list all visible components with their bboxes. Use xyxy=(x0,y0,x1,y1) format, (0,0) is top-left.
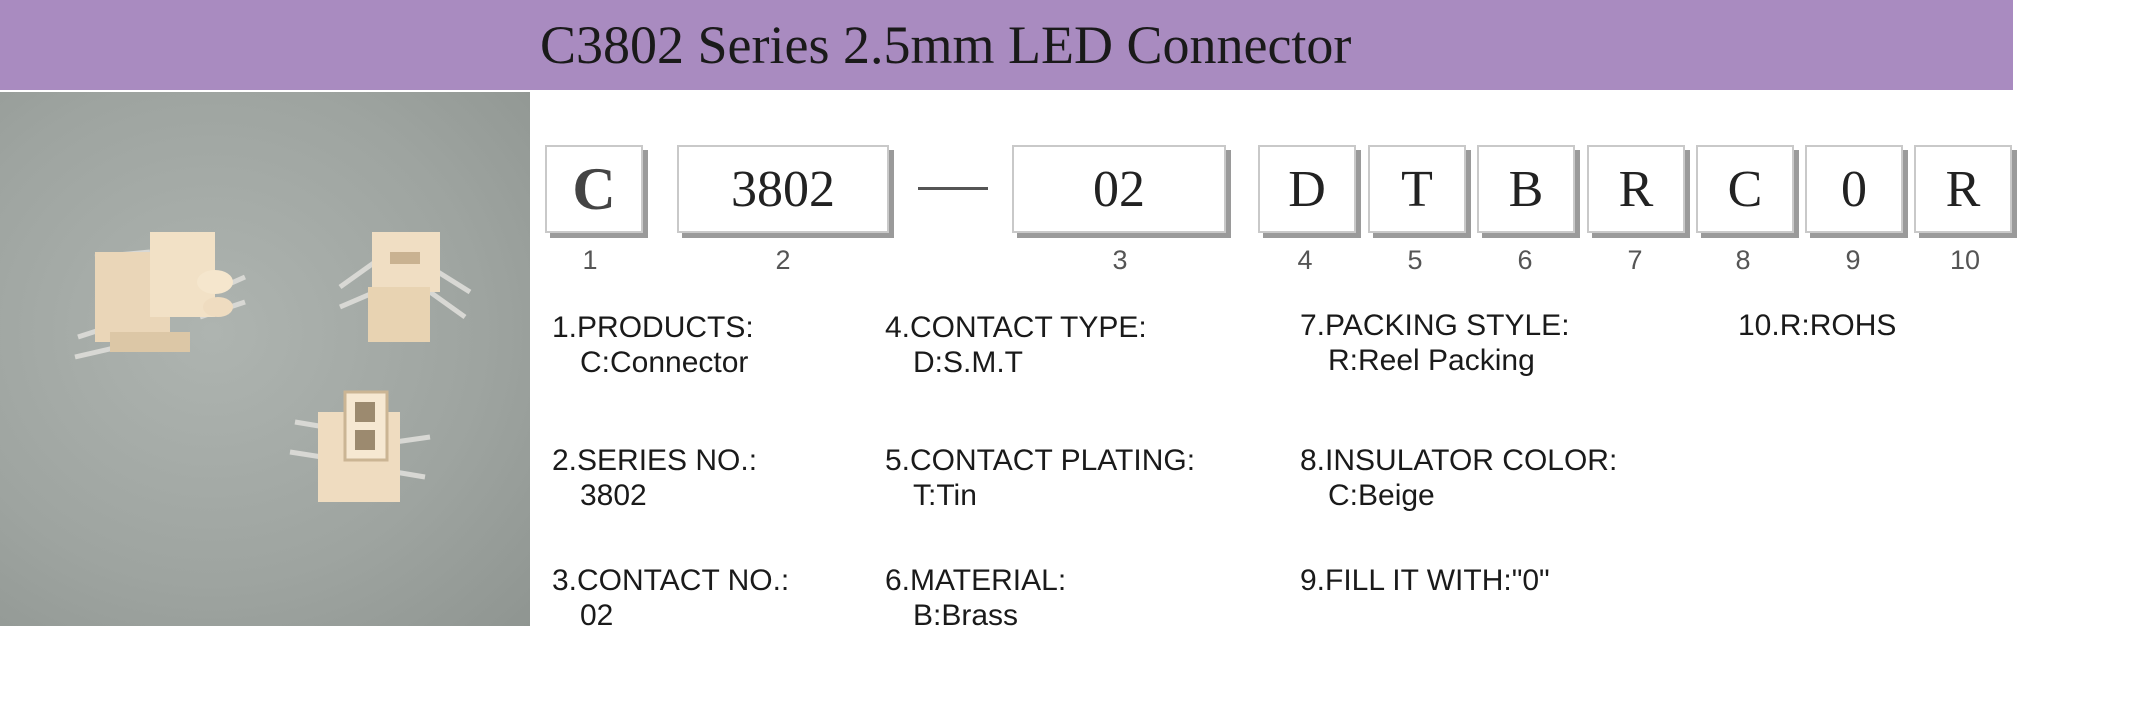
desc-insulator-color: 8.INSULATOR COLOR: C:Beige xyxy=(1300,443,1617,513)
code-box-7: R xyxy=(1587,145,1685,233)
desc-value: C:Beige xyxy=(1328,479,1435,512)
code-index-5: 5 xyxy=(1407,245,1423,275)
code-index-9: 9 xyxy=(1845,245,1861,275)
code-index-10: 10 xyxy=(1949,245,1981,275)
desc-label: 9.FILL IT WITH:"0" xyxy=(1300,564,1550,597)
code-index-2: 2 xyxy=(775,245,791,275)
connector-top-view xyxy=(289,390,431,502)
desc-value: D:S.M.T xyxy=(913,346,1023,379)
desc-label: 3.CONTACT NO.: xyxy=(552,564,790,597)
code-box-2: 3802 xyxy=(677,145,889,233)
desc-label: 4.CONTACT TYPE: xyxy=(885,311,1147,344)
code-box-10: R xyxy=(1914,145,2012,233)
connector-illustration xyxy=(74,232,472,502)
desc-label: 2.SERIES NO.: xyxy=(552,444,758,477)
desc-value: B:Brass xyxy=(913,599,1019,632)
desc-contact-no: 3.CONTACT NO.: 02 xyxy=(552,563,789,633)
code-index-3: 3 xyxy=(1112,245,1128,275)
code-box-9: 0 xyxy=(1805,145,1903,233)
desc-contact-plating: 5.CONTACT PLATING: T:Tin xyxy=(885,443,1195,513)
desc-packing-style: 7.PACKING STYLE: R:Reel Packing xyxy=(1300,308,1570,378)
code-box-8: C xyxy=(1696,145,1794,233)
desc-fill: 9.FILL IT WITH:"0" xyxy=(1300,563,1550,598)
desc-label: 10.R:ROHS xyxy=(1738,309,1897,342)
code-box-3: 02 xyxy=(1012,145,1226,233)
code-index-8: 8 xyxy=(1735,245,1751,275)
desc-label: 8.INSULATOR COLOR: xyxy=(1300,444,1618,477)
desc-rohs: 10.R:ROHS xyxy=(1738,308,1896,343)
desc-label: 6.MATERIAL: xyxy=(885,564,1067,597)
desc-material: 6.MATERIAL: B:Brass xyxy=(885,563,1066,633)
connector-angle-view xyxy=(338,232,472,342)
code-index-6: 6 xyxy=(1517,245,1533,275)
desc-series-no: 2.SERIES NO.: 3802 xyxy=(552,443,757,513)
connector-side-view xyxy=(74,232,247,360)
title-bar: C3802 Series 2.5mm LED Connector xyxy=(0,0,2013,90)
desc-products: 1.PRODUCTS: C:Connector xyxy=(552,310,754,380)
code-box-6: B xyxy=(1477,145,1575,233)
desc-value: 02 xyxy=(580,599,614,632)
desc-label: 1.PRODUCTS: xyxy=(552,311,754,344)
product-photo xyxy=(0,92,530,626)
desc-label: 7.PACKING STYLE: xyxy=(1300,309,1570,342)
code-index-7: 7 xyxy=(1627,245,1643,275)
desc-value: T:Tin xyxy=(913,479,977,512)
code-box-4: D xyxy=(1258,145,1356,233)
code-box-5: T xyxy=(1368,145,1466,233)
code-box-1: C xyxy=(545,145,643,233)
desc-label: 5.CONTACT PLATING: xyxy=(885,444,1196,477)
desc-value: C:Connector xyxy=(580,346,749,379)
desc-value: 3802 xyxy=(580,479,647,512)
code-index-4: 4 xyxy=(1297,245,1313,275)
desc-value: R:Reel Packing xyxy=(1328,344,1535,377)
page-title: C3802 Series 2.5mm LED Connector xyxy=(540,15,1352,75)
separator-dash xyxy=(918,187,988,190)
desc-contact-type: 4.CONTACT TYPE: D:S.M.T xyxy=(885,310,1147,380)
code-index-1: 1 xyxy=(582,245,598,275)
